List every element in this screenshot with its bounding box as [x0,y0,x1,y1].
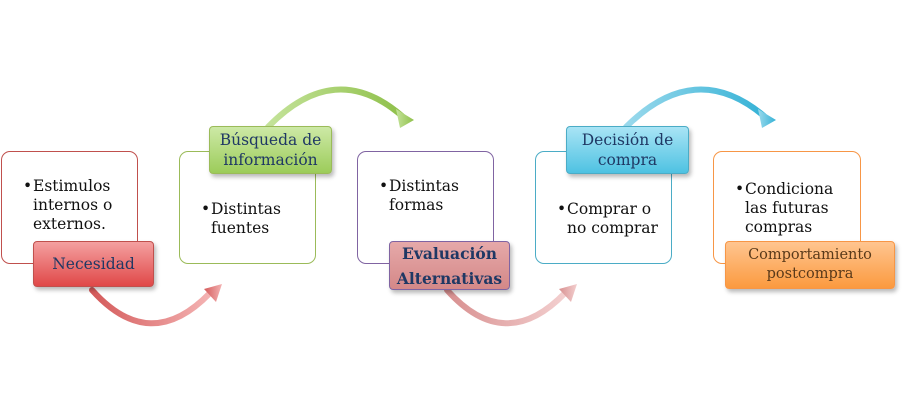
busqueda-label-text: Búsqueda de información [219,131,322,169]
necesidad-label: Necesidad [33,241,154,287]
decision-label: Decisión de compra [566,126,689,174]
arrow-necesidad-to-busqueda [89,284,222,327]
decision-label-text: Decisión de compra [581,131,674,169]
evaluacion-label-text: Evaluación Alternativas [396,243,503,288]
arrow-busqueda-to-evaluacion [265,86,414,130]
necesidad-label-text: Necesidad [52,255,135,273]
evaluacion-bullet: Distintas formas [379,177,487,215]
decision-bullet: Comprar o no comprar [557,200,665,238]
busqueda-label: Búsqueda de información [209,126,332,174]
postcompra-label-text: Comportamiento postcompra [748,247,872,282]
arrow-evaluacion-to-decision [444,284,577,327]
busqueda-bullet: Distintas fuentes [201,200,309,238]
postcompra-bullet: Condiciona las futuras compras [735,180,854,237]
necesidad-bullet: Estimulos internos o externos. [23,177,131,234]
evaluacion-label: Evaluación Alternativas [389,241,510,290]
arrow-decision-to-postcompra [623,86,776,130]
postcompra-label: Comportamiento postcompra [725,241,895,289]
